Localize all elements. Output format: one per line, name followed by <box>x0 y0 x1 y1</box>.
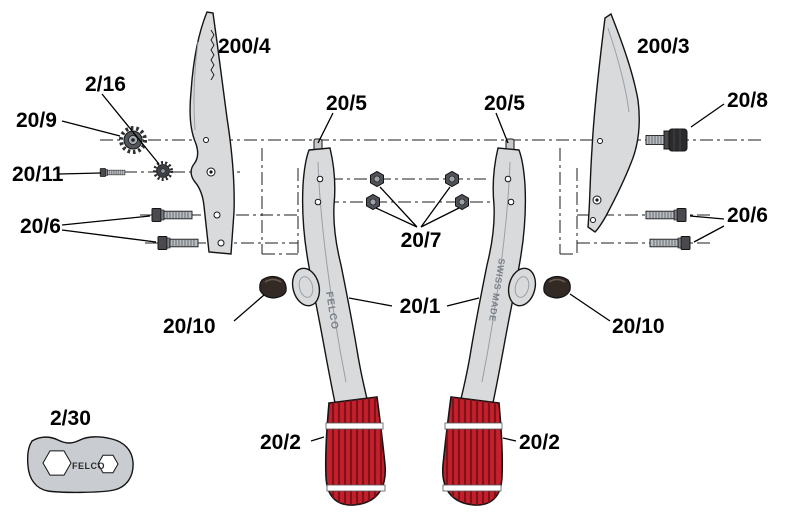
wrench-hex-large <box>42 450 72 476</box>
label-bumper-left: 20/10 <box>163 315 216 338</box>
wrench-hex-small <box>97 454 119 474</box>
label-handles: 20/1 <box>400 295 441 318</box>
label-spring-clip: 2/16 <box>85 73 126 96</box>
left-handle: FELCO <box>291 138 370 413</box>
leader-handle-top-right <box>495 112 509 144</box>
leader-bumper-left <box>233 294 265 322</box>
leader-handles <box>348 297 480 307</box>
label-gear-screw: 20/11 <box>12 163 64 186</box>
label-grip-right: 20/2 <box>519 431 560 454</box>
wrench: FELCO <box>26 436 134 494</box>
left-grip-ribs <box>331 397 383 506</box>
label-grip-left: 20/2 <box>260 431 301 454</box>
label-cutting-blade: 200/3 <box>637 35 690 58</box>
leader-screws-left <box>61 215 157 243</box>
adjuster-gear <box>119 126 147 154</box>
left-handle-screws <box>151 208 199 250</box>
right-grip <box>441 396 504 506</box>
blade-bolt <box>645 128 688 152</box>
label-handle-top-left: 20/5 <box>326 92 367 115</box>
leader-bumper-right <box>569 293 611 322</box>
right-handle-screws <box>645 208 691 250</box>
label-lock-nuts: 20/7 <box>401 229 442 252</box>
label-handle-top-right: 20/5 <box>484 92 525 115</box>
left-grip <box>324 396 387 506</box>
wrench-brand-text: FELCO <box>72 461 105 471</box>
label-adjustment-gear: 20/9 <box>16 109 57 132</box>
leader-gear-screw <box>58 172 102 175</box>
leader-adjustment-gear <box>61 120 121 137</box>
leader-spring-clip <box>101 93 160 165</box>
counter-blade <box>189 11 235 255</box>
left-handle-boss <box>291 267 321 307</box>
leader-lines <box>58 93 725 442</box>
label-blade-bolt: 20/8 <box>727 89 768 112</box>
lock-nuts <box>366 171 469 210</box>
leader-lock-nuts <box>375 186 460 228</box>
spring-clip <box>153 161 173 181</box>
leader-handle-top-left <box>317 112 334 144</box>
label-wrench: 2/30 <box>50 407 91 430</box>
label-bumper-right: 20/10 <box>612 315 665 338</box>
leader-grip-left <box>310 436 325 442</box>
right-handle-boss <box>507 267 537 307</box>
label-handle-screws-left: 20/6 <box>20 215 61 238</box>
label-counter-blade: 200/4 <box>218 35 271 58</box>
part-labels: 200/4 200/3 2/16 20/9 20/11 20/6 20/5 20… <box>12 35 768 454</box>
leader-screws-right <box>689 215 725 243</box>
right-grip-ribs <box>445 397 497 506</box>
right-bumper-icon <box>543 275 571 299</box>
gear-screw-icon <box>99 168 126 177</box>
right-handle: SWISS MADE <box>458 138 537 413</box>
cutting-blade <box>587 12 640 233</box>
leader-grip-right <box>502 437 517 442</box>
leader-blade-bolt <box>690 103 725 128</box>
label-handle-screws-right: 20/6 <box>727 204 768 227</box>
serration-detail <box>210 29 215 81</box>
